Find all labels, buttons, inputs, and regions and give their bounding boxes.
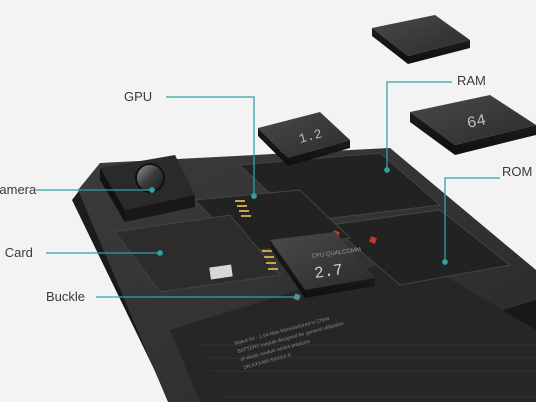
battery-plate — [170, 255, 536, 402]
sim-card-label: SIM Card — [0, 245, 33, 260]
rom-label: ROM — [502, 164, 533, 179]
sim-card-slot — [114, 214, 281, 293]
ram-label: RAM — [457, 73, 486, 88]
camera-label: Camera — [0, 182, 37, 197]
gold-contacts — [235, 200, 278, 270]
rom-chip — [410, 95, 536, 155]
gpu-chip-text: 1.2 — [297, 126, 323, 147]
buckle-label: Buckle — [46, 289, 86, 304]
cpu-module — [270, 232, 375, 298]
rom-chip-text: 64 — [465, 111, 488, 133]
gpu-leader — [166, 96, 255, 196]
leader-lines — [36, 81, 500, 300]
gpu-label: GPU — [124, 89, 153, 104]
camera-lens — [135, 163, 165, 193]
cpu-chip-text: 2.7 — [313, 261, 344, 283]
gpu-chip — [258, 112, 350, 166]
ram-chip-top — [372, 15, 470, 64]
camera-module — [100, 155, 195, 222]
rom-leader — [444, 177, 500, 262]
ram-leader — [386, 81, 452, 170]
